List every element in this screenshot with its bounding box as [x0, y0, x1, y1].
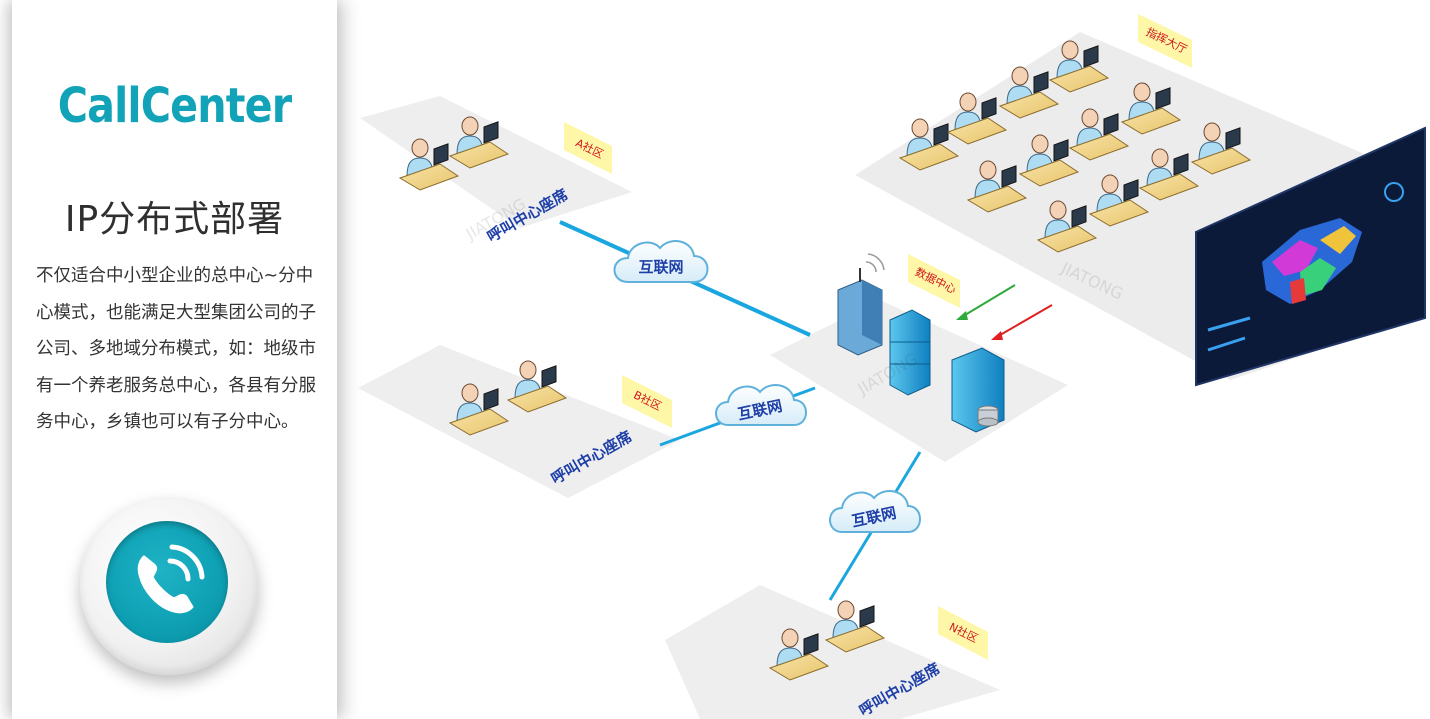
database-server-icon: [951, 347, 1005, 433]
n-community-tag-bg: [938, 606, 988, 660]
b-community-tag-bg: [622, 375, 672, 428]
page-subtitle: IP分布式部署: [64, 199, 285, 240]
arrow-green-head: [956, 311, 968, 320]
phone-button[interactable]: [80, 497, 258, 675]
internet-cloud-1: 互联网: [613, 240, 709, 283]
building-icon: [837, 253, 885, 356]
phone-call-icon: [106, 521, 228, 643]
arrow-red-head: [991, 331, 1003, 340]
arrow-green: [959, 284, 1016, 319]
b-community-platform: [358, 345, 680, 498]
a-community-platform: [360, 96, 632, 228]
network-diagram: 互联网 互联网 互联网 A社区 呼叫中心座席 B社区 呼叫中心座席 N社区 呼叫…: [358, 14, 1426, 719]
command-hall-tag-bg: [1138, 14, 1192, 68]
internet-cloud-3: 互联网: [829, 490, 921, 533]
data-center-tag-bg: [908, 254, 960, 308]
dashboard-screen: [1195, 126, 1426, 387]
internet-cloud-2: 互联网: [715, 384, 807, 426]
sidebar-panel: CallCenter IP分布式部署 不仅适合中小型企业的总中心~分中心模式，也…: [12, 0, 337, 719]
cloud-1-label: 互联网: [638, 258, 683, 276]
description-text: 不仅适合中小型企业的总中心~分中心模式，也能满足大型集团公司的子公司、多地域分布…: [36, 266, 316, 432]
n-community-platform: [665, 585, 1000, 719]
a-community-tag-bg: [564, 122, 612, 174]
arrow-red: [994, 304, 1053, 339]
server-rack-icon: [889, 309, 931, 396]
brand-title: CallCenter: [57, 78, 292, 134]
